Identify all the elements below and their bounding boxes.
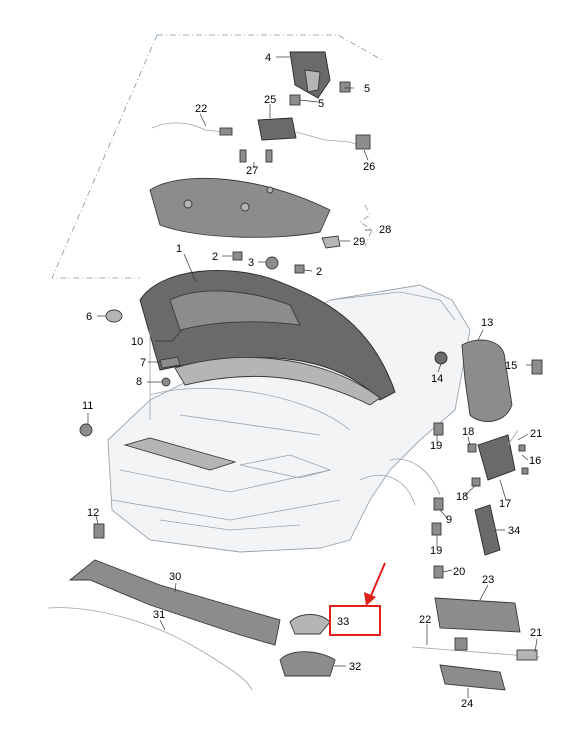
highlight-arrowhead [364, 592, 376, 606]
callout-2b: 2 [316, 266, 322, 278]
callout-21b: 21 [530, 627, 542, 639]
callout-34: 34 [508, 525, 520, 537]
hood-insulation [149, 177, 331, 238]
callout-14: 14 [431, 373, 443, 385]
callout-24: 24 [461, 698, 473, 710]
callout-3: 3 [248, 257, 254, 269]
explosion-frame [51, 34, 383, 279]
callout-11: 11 [82, 400, 93, 412]
callout-4: 4 [265, 52, 271, 64]
highlight-box [329, 605, 381, 636]
callout-23: 23 [482, 574, 494, 586]
callout-25: 25 [264, 94, 276, 106]
callout-labels: 1 2 2 3 4 5 5 6 7 8 9 10 11 12 13 14 15 … [82, 52, 542, 710]
callout-16: 16 [529, 455, 541, 467]
lock-assembly [151, 51, 371, 163]
bottom-right-parts [411, 597, 541, 691]
callout-33: 33 [337, 616, 349, 628]
bonnet [139, 270, 396, 406]
bonnet-clips [79, 235, 341, 539]
callout-17: 17 [499, 498, 511, 510]
callout-9: 9 [446, 514, 452, 526]
callout-6: 6 [86, 311, 92, 323]
callout-5b: 5 [318, 98, 324, 110]
callout-20: 20 [453, 566, 465, 578]
callout-19a: 19 [430, 440, 442, 452]
callout-22b: 22 [419, 614, 431, 626]
leader-lines [87, 56, 538, 698]
callout-19b: 19 [430, 545, 442, 557]
callout-5a: 5 [364, 83, 370, 95]
callout-28: 28 [379, 224, 391, 236]
callout-18b: 18 [456, 491, 468, 503]
callout-1: 1 [176, 243, 182, 255]
right-side-parts [431, 339, 543, 579]
callout-27: 27 [246, 165, 258, 177]
callout-8: 8 [136, 376, 142, 388]
callout-29: 29 [353, 236, 365, 248]
callout-26: 26 [363, 161, 375, 173]
radiator-grille [123, 437, 237, 471]
callout-22a: 22 [195, 103, 207, 115]
callout-21a: 21 [530, 428, 542, 440]
callout-2a: 2 [212, 251, 218, 263]
callout-30: 30 [169, 571, 181, 583]
callout-12: 12 [87, 507, 99, 519]
callout-15: 15 [505, 360, 517, 372]
car-body [107, 284, 471, 553]
callout-18a: 18 [462, 426, 474, 438]
callout-32: 32 [349, 661, 361, 673]
callout-13: 13 [481, 317, 493, 329]
lower-parts [47, 559, 336, 691]
callout-7: 7 [140, 357, 146, 369]
callout-10: 10 [131, 336, 143, 348]
highlight-marker [329, 562, 386, 636]
callout-31: 31 [153, 609, 165, 621]
